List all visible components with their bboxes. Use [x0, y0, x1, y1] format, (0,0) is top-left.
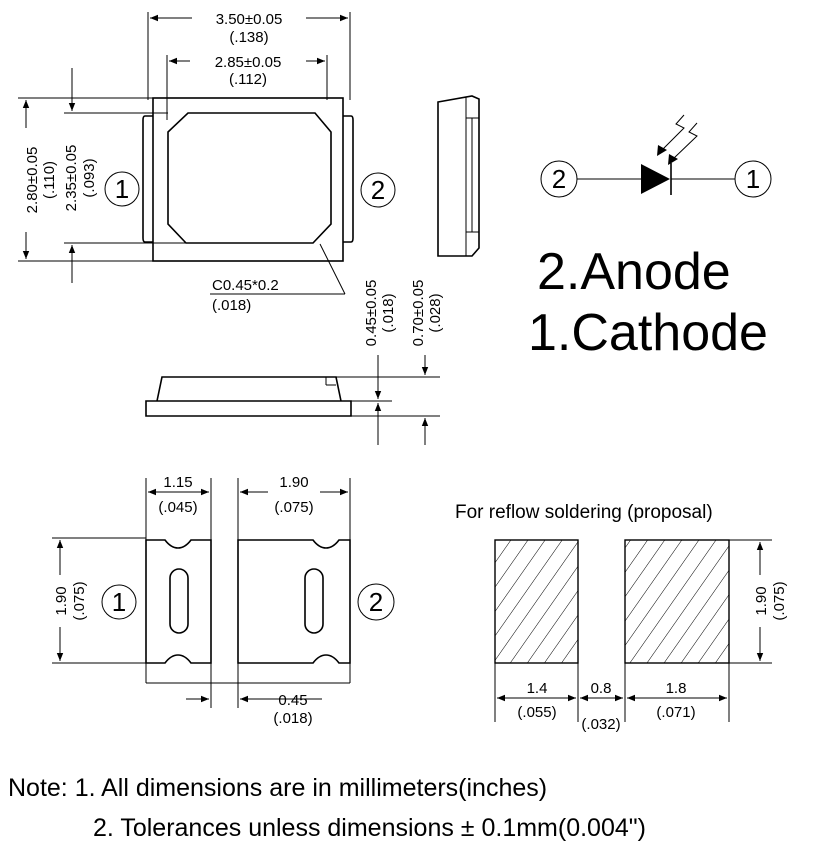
reflow-title: For reflow soldering (proposal) [455, 502, 713, 523]
top-width-in: (.138) [229, 29, 268, 46]
bottom-height-in: (.075) [71, 581, 88, 620]
lead-thickness-mm: 0.45±0.05 [363, 280, 380, 347]
side-body [437, 95, 480, 257]
total-height-in: (.028) [427, 293, 444, 332]
lens-outline [167, 112, 332, 244]
pin-2-marker-bottom [357, 583, 395, 621]
diode-triangle [641, 164, 670, 194]
note-line-1: Note: 1. All dimensions are in millimete… [8, 774, 547, 802]
anode-label: 2.Anode [537, 243, 731, 301]
top-inner-width-mm: 2.85±0.05 [215, 54, 282, 71]
side-view-horizontal: 0.45±0.05 (.018) 0.70±0.05 (.028) [145, 280, 444, 445]
pad2-width-mm: 1.90 [279, 474, 308, 491]
symbol-pin-1-label: 1 [746, 164, 760, 194]
terminal-left [142, 115, 153, 243]
pin-2-label-top: 2 [371, 175, 385, 205]
pad-1-slot [169, 568, 189, 634]
pad1-width-mm: 1.15 [163, 474, 192, 491]
pin-2-label-bottom: 2 [369, 587, 383, 617]
pad-2-slot [304, 568, 324, 634]
reflow-height-in: (.075) [771, 581, 788, 620]
pad1-width-in: (.045) [158, 499, 197, 516]
bottom-view: 1.15 (.045) 1.90 (.075) 1.90 (.075) 1 2 … [52, 474, 395, 727]
top-width-mm: 3.50±0.05 [216, 11, 283, 28]
pad-2 [237, 539, 351, 664]
reflow-pad-1 [494, 539, 579, 664]
top-inner-height-in: (.093) [81, 158, 98, 197]
reflow-pad2-in: (.071) [656, 704, 695, 721]
cathode-label: 1.Cathode [528, 304, 768, 362]
reflow-pad1-mm: 1.4 [527, 680, 548, 697]
reflow-pad-2 [624, 539, 730, 664]
notes: Note: 1. All dimensions are in millimete… [8, 774, 646, 842]
top-inner-width-in: (.112) [229, 71, 267, 88]
lead-thickness-in: (.018) [380, 293, 397, 332]
bottom-height-mm: 1.90 [53, 586, 70, 615]
top-height-mm: 2.80±0.05 [24, 147, 41, 214]
reflow-pad1-in: (.055) [517, 704, 556, 721]
reflow-pad-layout: For reflow soldering (proposal) 1.90 (.0… [455, 502, 788, 733]
gap-mm: 0.45 [278, 692, 307, 709]
pin-1-label-top: 1 [115, 174, 129, 204]
reflow-gap-mm: 0.8 [591, 680, 612, 697]
led-symbol: 2 1 2.Anode 1.Cathode [528, 114, 772, 362]
led-body [152, 97, 344, 262]
reflow-gap-in: (.032) [581, 716, 620, 733]
top-inner-height-mm: 2.35±0.05 [63, 145, 80, 212]
side-view-vertical [437, 95, 480, 257]
chamfer-label-in: (.018) [212, 297, 251, 314]
top-height-in: (.110) [41, 161, 58, 199]
note-line-2: 2. Tolerances unless dimensions ± 0.1mm(… [93, 814, 646, 842]
reflow-pad2-mm: 1.8 [666, 680, 687, 697]
pin-2-marker-top [360, 172, 396, 208]
gap-in: (.018) [273, 710, 312, 727]
terminal-right [343, 115, 354, 243]
chamfer-label: C0.45*0.2 [212, 277, 279, 294]
pad2-width-in: (.075) [274, 499, 313, 516]
total-height-mm: 0.70±0.05 [410, 280, 427, 347]
top-view: 3.50±0.05 (.138) 2.85±0.05 (.112) 2.80±0… [18, 11, 396, 314]
symbol-pin-2-label: 2 [552, 164, 566, 194]
pin-1-label-bottom: 1 [112, 587, 126, 617]
reflow-height-mm: 1.90 [753, 586, 770, 615]
pin-1-marker-top [104, 171, 140, 207]
pad-1 [145, 539, 212, 664]
pin-1-marker-bottom [101, 584, 137, 620]
